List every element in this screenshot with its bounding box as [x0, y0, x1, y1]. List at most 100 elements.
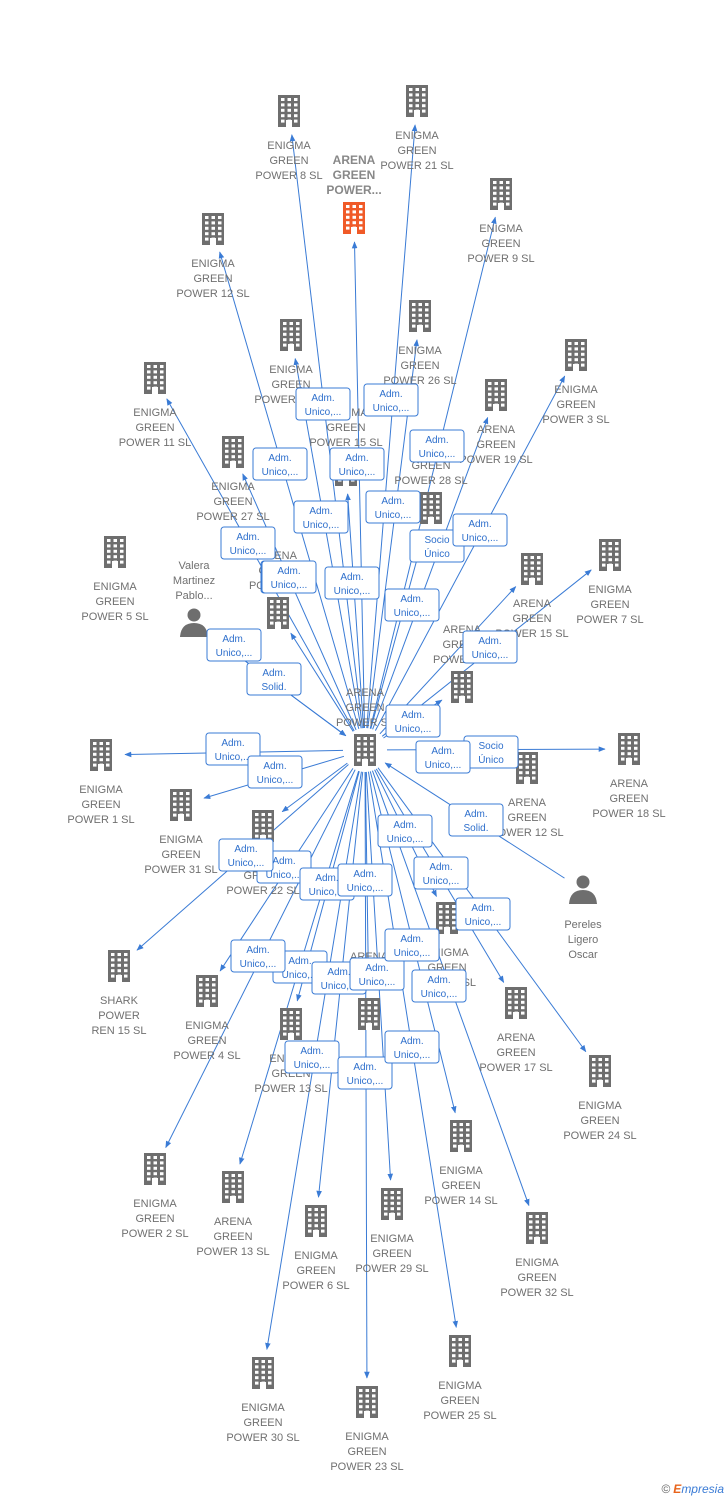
relation-label[interactable]: Adm.Unico,...	[385, 704, 441, 738]
empresia-logo[interactable]: ©Empresia	[661, 1482, 724, 1496]
relation-label[interactable]: Adm.Unico,...	[384, 1030, 440, 1064]
relation-label[interactable]: Adm.Unico,...	[452, 513, 508, 547]
relation-label-text: Unico,...	[347, 883, 384, 894]
building-icon	[280, 1008, 302, 1040]
node-label-line: POWER 27 SL	[196, 511, 269, 523]
relation-label[interactable]: Adm.Unico,...	[363, 383, 419, 417]
relation-label[interactable]: Adm.Unico,...	[218, 838, 274, 872]
relation-label-text: Adm.	[221, 738, 244, 749]
relation-label[interactable]: Adm.Unico,...	[409, 429, 465, 463]
relation-label[interactable]: Adm.Unico,...	[337, 863, 393, 897]
relation-label[interactable]: Adm.Unico,...	[365, 490, 421, 524]
node-label-line: POWER...	[326, 183, 381, 197]
node-label-line: ENIGMA	[241, 1402, 285, 1414]
relation-label-text: Adm.	[222, 634, 245, 645]
relation-label-text: Unico,...	[334, 586, 371, 597]
relation-label[interactable]: Adm.Unico,...	[295, 387, 351, 421]
node-label-line: GREEN	[347, 1446, 386, 1458]
relation-label[interactable]: Adm.Unico,...	[293, 500, 349, 534]
relation-label-text: Adm.	[379, 389, 402, 400]
node-focal[interactable]: ARENAGREENPOWER...	[326, 153, 382, 234]
relation-label[interactable]: Adm.Unico,...	[247, 755, 303, 789]
node-label-line: POWER 4 SL	[173, 1050, 240, 1062]
relation-label[interactable]: Adm.Unico,...	[205, 732, 261, 766]
relation-label[interactable]: Adm.Unico,...	[337, 1056, 393, 1090]
node-valera[interactable]: ValeraMartinezPablo...	[173, 560, 215, 637]
relation-label-text: Unico,...	[423, 876, 460, 887]
relation-label[interactable]: Adm.Unico,...	[415, 740, 471, 774]
relation-label[interactable]: Adm.Solid.	[448, 803, 504, 837]
relation-label[interactable]: Adm.Unico,...	[377, 814, 433, 848]
building-icon	[420, 492, 442, 524]
relation-label[interactable]: Adm.Unico,...	[384, 588, 440, 622]
building-icon	[305, 1205, 327, 1237]
relation-label-text: Adm.	[300, 1046, 323, 1057]
brand-initial: E	[673, 1482, 682, 1496]
relation-label[interactable]: Adm.Unico,...	[411, 969, 467, 1003]
relation-label[interactable]: Adm.Unico,...	[349, 957, 405, 991]
node-label-line: ENIGMA	[554, 384, 598, 396]
node-label-line: ARENA	[214, 1216, 253, 1228]
relation-label[interactable]: Adm.Unico,...	[413, 856, 469, 890]
building-icon	[90, 739, 112, 771]
relation-label[interactable]: Adm.Unico,...	[230, 939, 286, 973]
relation-label[interactable]: Adm.Unico,...	[220, 526, 276, 560]
relation-label[interactable]: Adm.Unico,...	[462, 630, 518, 664]
relation-label[interactable]: Adm.Solid.	[246, 662, 302, 696]
node-label-line: POWER 29 SL	[355, 1263, 428, 1275]
relation-label-text: Unico,...	[347, 1076, 384, 1087]
relation-label[interactable]: Adm.Unico,...	[261, 560, 317, 594]
relation-label[interactable]: Adm.Unico,...	[329, 447, 385, 481]
relation-label[interactable]: Adm.Unico,...	[252, 447, 308, 481]
node-label-line: ENIGMA	[395, 130, 439, 142]
building-icon	[521, 553, 543, 585]
relation-label[interactable]: Adm.Unico,...	[455, 897, 511, 931]
building-icon	[381, 1188, 403, 1220]
node-label-line: GREEN	[187, 1035, 226, 1047]
node-label-line: GREEN	[476, 439, 515, 451]
relation-label[interactable]: Adm.Unico,...	[384, 928, 440, 962]
relation-label[interactable]: Adm.Unico,...	[324, 566, 380, 600]
relation-label-text: Adm.	[464, 809, 487, 820]
node-label-line: POWER 1 SL	[67, 814, 134, 826]
building-icon	[267, 597, 289, 629]
node-label-line: ARENA	[508, 797, 547, 809]
node-label-line: ARENA	[513, 598, 552, 610]
relation-label[interactable]: Adm.Unico,...	[284, 1040, 340, 1074]
relation-label-text: Unico,...	[394, 948, 431, 959]
relation-label[interactable]: Adm.Unico,...	[206, 628, 262, 662]
